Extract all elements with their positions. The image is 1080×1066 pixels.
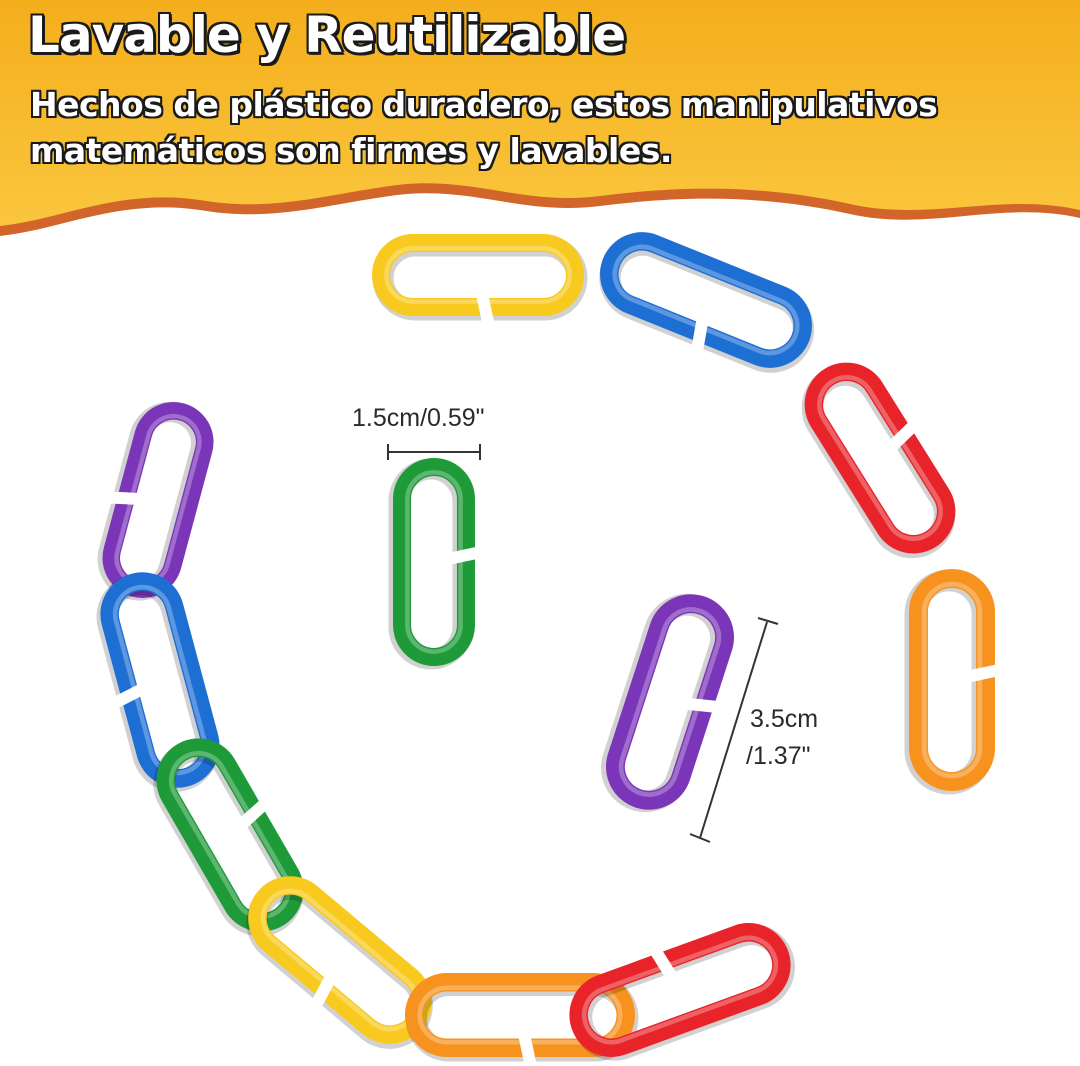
banner-background: [0, 0, 1080, 236]
chain-link-blue: [599, 232, 815, 373]
banner-subtitle-line-1: Hechos de plástico duradero, estos manip…: [30, 85, 938, 124]
chain-link-yellow: [372, 234, 588, 326]
chain-link-green: [153, 738, 304, 937]
banner-subtitle-line-2: matemáticos son firmes y lavables.: [30, 131, 672, 170]
chain-link-orange: [904, 569, 1005, 795]
chain-link-blue: [96, 572, 220, 792]
banner-subtitle: Hechos de plástico duradero, estos manip…: [30, 82, 1080, 174]
chain-link-red: [801, 362, 956, 559]
length-dimension-label-line-1: 3.5cm: [750, 705, 819, 733]
chain-link-purple: [601, 593, 734, 813]
banner-wave: [0, 0, 1080, 226]
length-dimension-label-line-2: /1.37": [746, 742, 811, 770]
width-dimension-marker: [387, 444, 481, 460]
links-layer: [96, 232, 1005, 1066]
width-dimension-label: 1.5cm/0.59": [352, 404, 485, 432]
banner-title: Lavable y Reutilizable: [28, 6, 626, 64]
chain-link-yellow: [246, 876, 433, 1049]
chain-link-green: [388, 458, 485, 670]
chain-link-purple: [97, 401, 214, 601]
length-dimension-marker: [689, 617, 779, 843]
chain-link-red: [569, 923, 795, 1061]
